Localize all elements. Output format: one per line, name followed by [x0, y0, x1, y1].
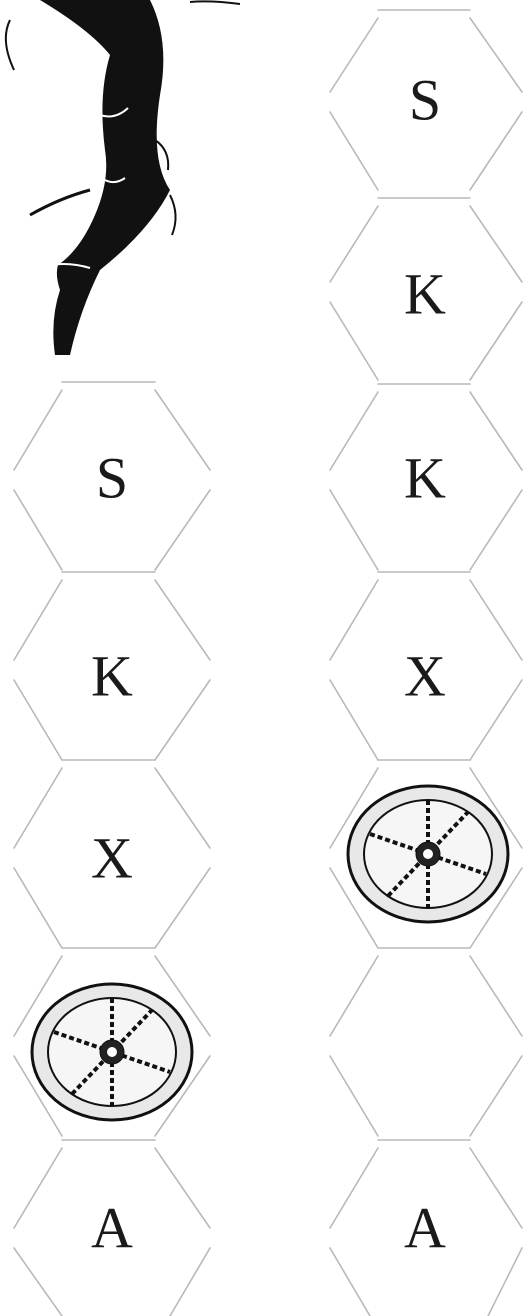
hex-cell[interactable]: S: [14, 382, 210, 570]
hex-cell[interactable]: X: [14, 760, 210, 948]
chain-wheel-medallion-icon: [32, 984, 192, 1120]
hex-letter: A: [91, 1196, 133, 1261]
hex-cell[interactable]: K: [330, 198, 522, 380]
hex-cell[interactable]: A: [14, 1140, 210, 1316]
hex-letter: K: [91, 644, 133, 709]
hex-letter: S: [96, 446, 128, 511]
hex-letter: K: [404, 446, 446, 511]
hex-cell[interactable]: S: [330, 10, 522, 190]
right-column: S K K: [330, 10, 522, 1316]
hex-cell[interactable]: [330, 760, 522, 948]
hex-cell[interactable]: X: [330, 572, 522, 760]
hex-cell[interactable]: K: [330, 384, 522, 570]
chain-wheel-medallion-icon: [348, 786, 508, 922]
hex-cell[interactable]: [14, 948, 210, 1136]
hex-cell[interactable]: K: [14, 572, 210, 760]
left-column: S K X: [14, 382, 210, 1316]
hex-letter: X: [404, 644, 446, 709]
hex-letter: K: [404, 262, 446, 327]
hex-letter: S: [409, 68, 441, 133]
leg-figure-illustration: [6, 0, 240, 355]
hex-cell[interactable]: A: [330, 1140, 522, 1316]
hex-letter: X: [91, 826, 133, 891]
hex-cell-empty[interactable]: [330, 948, 522, 1136]
hex-letter: A: [404, 1196, 446, 1261]
